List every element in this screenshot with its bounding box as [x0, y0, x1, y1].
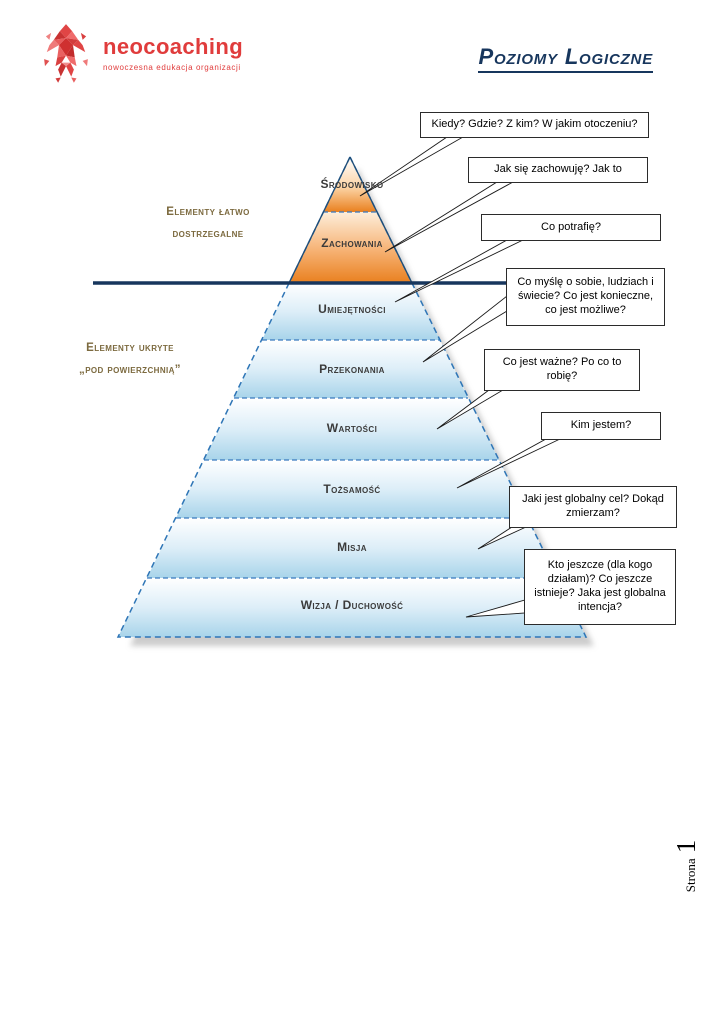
brand-tagline: nowoczesna edukacja organizacji — [103, 63, 241, 72]
page-number-label: Strona — [683, 858, 698, 893]
callout-umiejetnosci: Co potrafię? — [481, 214, 661, 241]
pyramid-upper-edges — [288, 156, 413, 284]
level-separators — [147, 211, 557, 579]
level-label-przekonania: Przekonania — [319, 362, 385, 376]
band-wartosci — [204, 398, 499, 460]
level-label-srodowisko: Środowisko — [320, 177, 384, 191]
brand-name: neocoaching — [103, 34, 244, 59]
callout-srodowisko: Kiedy? Gdzie? Z kim? W jakim otoczeniu? — [420, 112, 649, 138]
callout-connector — [394, 239, 524, 303]
band-umiejetnosci — [262, 283, 440, 340]
pyramid-level-bands — [118, 157, 586, 637]
band-tozsamosc — [176, 460, 527, 518]
level-label-misja: Misja — [337, 540, 367, 554]
zone-visible-line2: dostrzegalne — [172, 227, 244, 240]
band-misja — [147, 518, 557, 578]
callout-przekonania: Co myślę o sobie, ludziach i świecie? Co… — [506, 268, 665, 326]
band-srodowisko — [323, 157, 377, 212]
callout-connectors — [359, 136, 561, 618]
page-number-value: 1 — [671, 839, 701, 854]
zone-label-hidden: Elementy ukryte „pod powierzchnią” — [58, 338, 202, 382]
level-label-wartosci: Wartości — [326, 421, 378, 435]
zone-visible-line1: Elementy łatwo — [166, 206, 250, 218]
callout-tozsamosc: Kim jestem? — [541, 412, 661, 440]
band-przekonania — [234, 340, 468, 398]
level-label-umiejetnosci: Umiejętności — [318, 302, 386, 316]
zone-hidden-line1: Elementy ukryte — [86, 342, 174, 354]
band-wizja — [118, 578, 586, 637]
callout-wartosci: Co jest ważne? Po co to robię? — [484, 349, 640, 391]
callout-zachowania: Jak się zachowuję? Jak to — [468, 157, 648, 183]
band-zachowania — [289, 212, 412, 283]
level-label-wizja: Wizja / Duchowość — [300, 598, 404, 612]
page-number: Strona 1 — [671, 821, 701, 911]
zone-label-visible: Elementy łatwo dostrzegalne — [148, 202, 268, 246]
logo: neocoaching nowoczesna edukacja organiza… — [38, 22, 243, 84]
zone-hidden-line2: „pod powierzchnią” — [79, 363, 181, 376]
neocoaching-logo-icon — [44, 24, 88, 83]
page-title: Poziomy Logiczne — [478, 44, 653, 73]
callout-misja: Jaki jest globalny cel? Dokąd zmierzam? — [509, 486, 677, 528]
callout-wizja: Kto jeszcze (dla kogo działam)? Co jeszc… — [524, 549, 676, 625]
logo-text: neocoaching nowoczesna edukacja organiza… — [103, 22, 244, 73]
level-label-zachowania: Zachowania — [321, 236, 383, 250]
level-label-tozsamosc: Tożsamość — [323, 482, 381, 496]
